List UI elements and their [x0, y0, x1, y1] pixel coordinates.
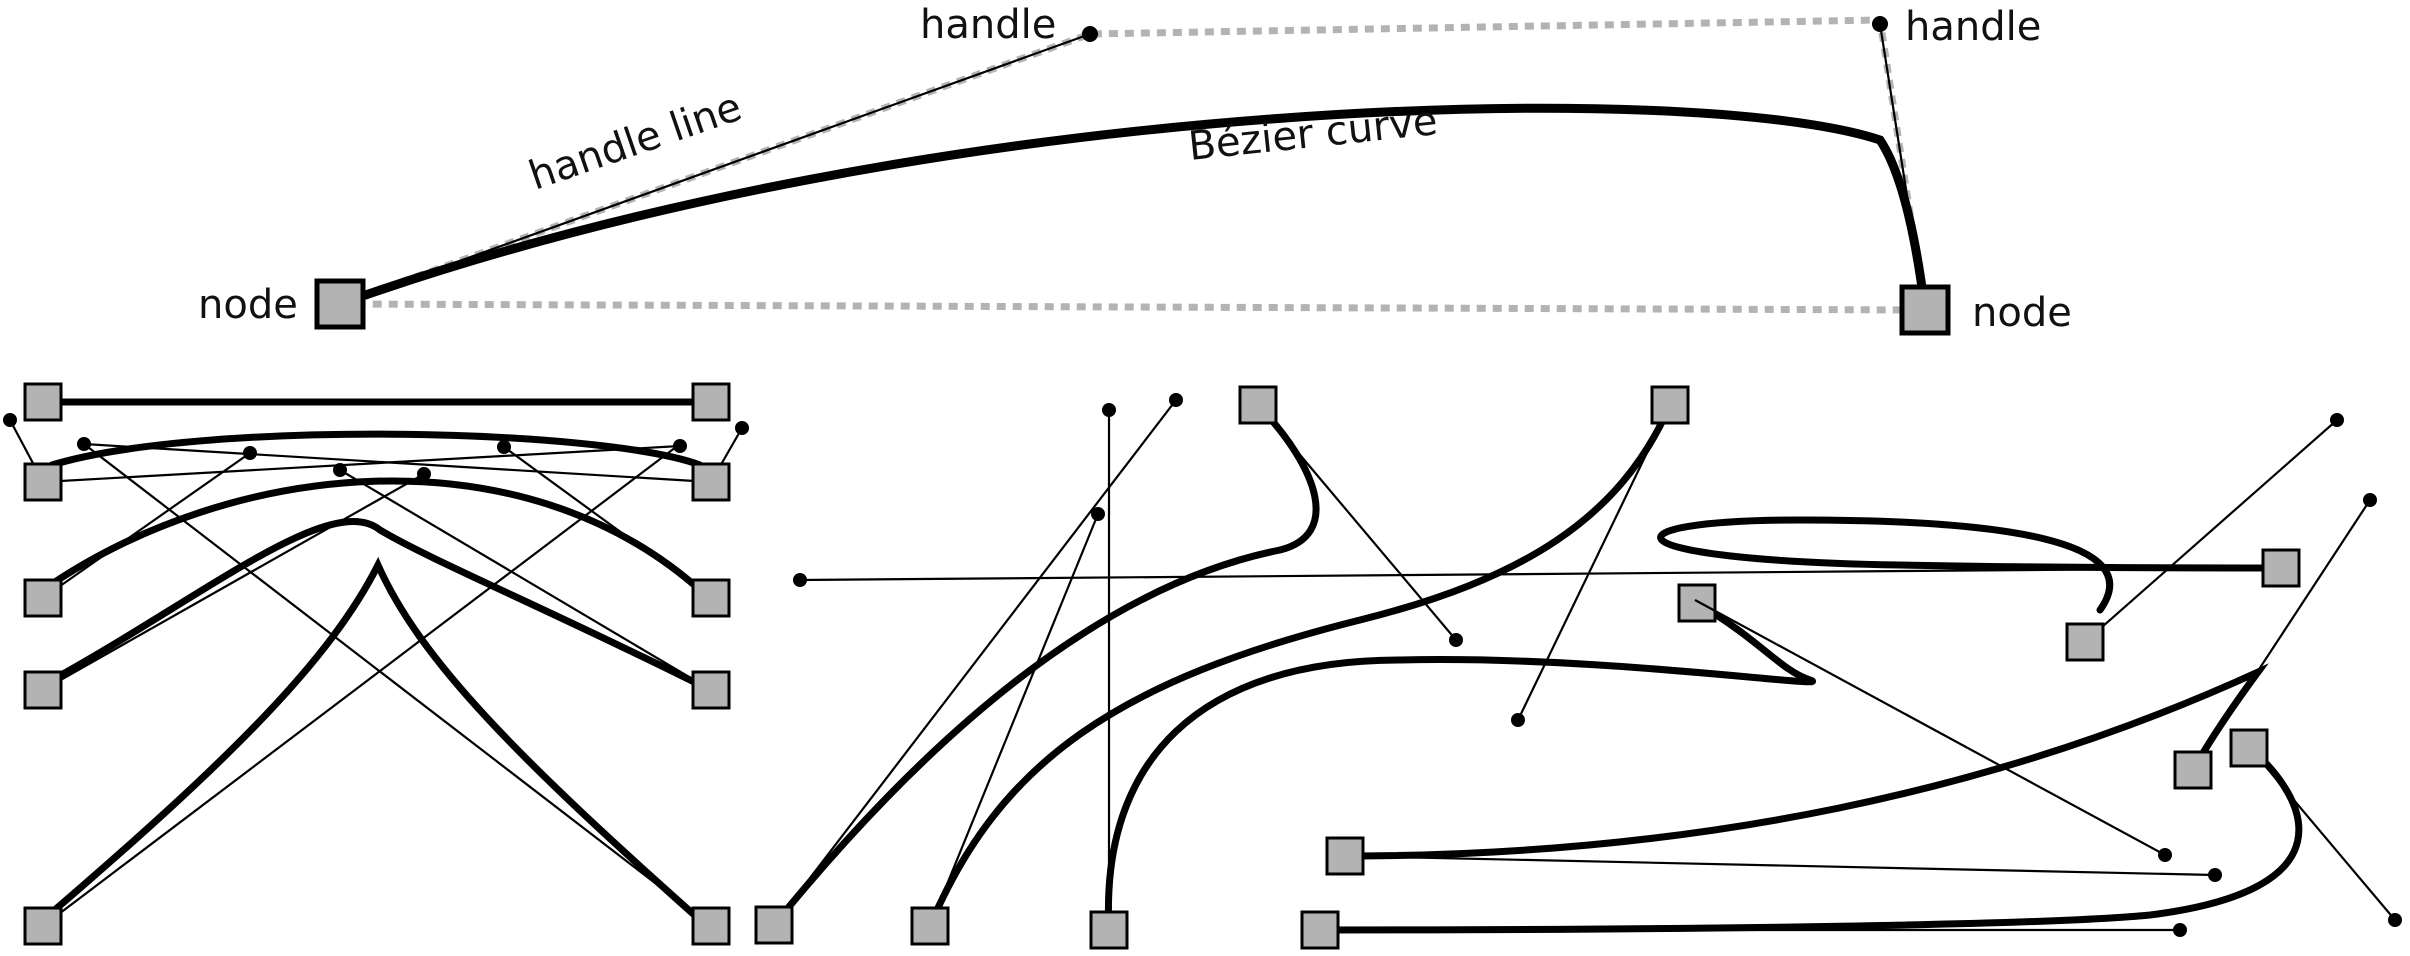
symmetric-curves — [3, 382, 749, 946]
node-icon[interactable] — [691, 382, 731, 422]
curve-shallow-arc — [48, 430, 704, 469]
node-icon[interactable] — [2065, 622, 2105, 662]
node-icon[interactable] — [1300, 910, 1340, 950]
node-icon[interactable] — [23, 462, 63, 502]
node-icon[interactable] — [2229, 728, 2269, 768]
node-icon[interactable] — [1650, 385, 1690, 425]
node-icon[interactable] — [691, 578, 731, 618]
node-icon[interactable] — [754, 905, 794, 945]
loop-curves — [1300, 413, 2402, 950]
node-right-icon[interactable] — [1899, 284, 1951, 336]
node-icon[interactable] — [1089, 910, 1129, 950]
label-handle-line: handle line — [523, 84, 747, 200]
node-icon[interactable] — [23, 670, 63, 710]
curve-s-left — [770, 401, 1320, 929]
node-left-icon[interactable] — [314, 278, 366, 330]
node-icon[interactable] — [1677, 583, 1717, 623]
node-icon[interactable] — [1325, 836, 1365, 876]
label-handle-left: handle — [920, 2, 1056, 48]
bezier-curve-main — [335, 103, 1930, 315]
curve-cusp — [39, 556, 704, 924]
node-icon[interactable] — [1238, 385, 1278, 425]
node-icon[interactable] — [2261, 548, 2301, 588]
curve-s-right — [1104, 601, 1816, 934]
curve-sweep — [1341, 663, 2269, 860]
curve-loop-top — [1657, 516, 2281, 614]
node-icon[interactable] — [691, 906, 731, 946]
curve-hook — [1316, 744, 2303, 934]
node-icon[interactable] — [691, 670, 731, 710]
node-icon[interactable] — [23, 382, 63, 422]
node-icon[interactable] — [910, 906, 950, 946]
curve-s-middle — [926, 401, 1674, 930]
label-handle-right: handle — [1905, 4, 2041, 50]
node-icon[interactable] — [23, 906, 63, 946]
label-node-right: node — [1972, 290, 2072, 336]
s-curves — [754, 385, 2278, 950]
curve-arch — [39, 477, 704, 594]
node-icon[interactable] — [2173, 750, 2213, 790]
label-bezier-curve: Bézier curve — [1186, 98, 1439, 170]
handle-dot-left-icon[interactable] — [1082, 26, 1098, 42]
curve-peaked-arch — [39, 518, 704, 689]
node-icon[interactable] — [23, 578, 63, 618]
label-node-left: node — [198, 282, 298, 328]
handle-dot-right-icon[interactable] — [1872, 16, 1888, 32]
node-icon[interactable] — [691, 462, 731, 502]
annotated-example: handle handle handle line Bézier curve n… — [198, 2, 2072, 336]
